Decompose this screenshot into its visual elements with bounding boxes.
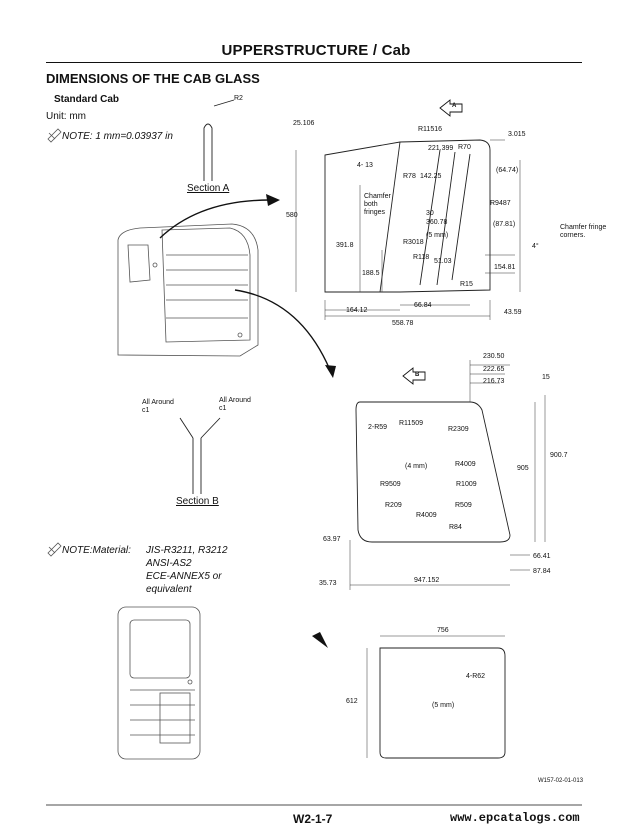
dim-label: 900.7	[550, 452, 568, 459]
dim-label: 558.78	[392, 320, 414, 327]
dim-label: 154.81	[494, 264, 516, 271]
dim-label: R118	[413, 254, 430, 261]
note-material-label: NOTE:Material:	[62, 545, 131, 556]
dim-label: R11509	[399, 420, 424, 427]
dim-label: R509	[455, 502, 472, 509]
view-c-dimension-lines	[366, 635, 505, 758]
dim-label: 164.12	[346, 307, 368, 314]
dim-label: R15	[460, 281, 473, 288]
cab-rear-illustration	[117, 606, 201, 760]
section-b-right-note: All Around c1	[219, 397, 251, 412]
dim-label: R3018	[403, 239, 424, 246]
arrow-head-icon	[325, 365, 336, 378]
dim-label: (5 mm)	[426, 232, 449, 239]
dim-label: (87.81)	[493, 221, 516, 228]
dim-label: 2-R59	[368, 424, 388, 431]
dim-label: Chamfer both fringes	[364, 193, 391, 216]
note-conversion: NOTE: 1 mm=0.03937 in	[62, 131, 173, 142]
dim-label: 43.59	[504, 309, 522, 316]
dim-label: 3.015	[508, 131, 526, 138]
dim-label: 612	[346, 698, 358, 705]
dim-label: R11516	[418, 126, 443, 133]
arrow-to-view-b	[234, 289, 331, 371]
dim-label: 35.73	[319, 580, 337, 587]
dim-label: 66.84	[414, 302, 432, 309]
material-line-2: ANSI-AS2	[146, 558, 192, 569]
page-header-title: UPPERSTRUCTURE / Cab	[221, 42, 411, 59]
arrow-head-icon	[266, 194, 280, 206]
dim-label: 4- 13	[357, 162, 373, 169]
dim-label: 51.03	[434, 258, 452, 265]
view-a-dimension-lines	[295, 139, 521, 320]
dim-label: 222.65	[483, 366, 505, 373]
page-number: W2-1-7	[293, 812, 333, 826]
dim-label: 947.152	[414, 577, 440, 584]
dim-label: R2309	[448, 426, 469, 433]
dim-label: R78	[403, 173, 416, 180]
site-link[interactable]: www.epcatalogs.com	[450, 811, 580, 825]
dim-label: 391.8	[336, 242, 354, 249]
dim-label: 756	[437, 627, 449, 634]
view-a-arrow-icon	[439, 99, 463, 117]
section-b-drawing	[179, 417, 221, 494]
dim-label: R70	[458, 144, 471, 151]
material-line-1: JIS-R3211, R3212	[146, 545, 228, 556]
pencil-note-icon	[47, 542, 62, 557]
dim-label: 4°	[532, 243, 539, 250]
dim-label: R1009	[456, 481, 477, 488]
view-b-letter: B	[415, 372, 420, 378]
unit-label: Unit: mm	[46, 111, 86, 122]
dim-label: Chamfer fringe corners.	[560, 224, 607, 239]
pencil-note-icon	[47, 128, 62, 143]
material-line-4: equivalent	[146, 584, 192, 595]
dim-label: 30	[426, 210, 434, 217]
dim-label: 230.50	[483, 353, 505, 360]
dim-label: R209	[385, 502, 402, 509]
view-b-glass	[355, 401, 511, 543]
view-a-glass	[324, 139, 491, 293]
dim-label: 15	[542, 374, 550, 381]
dim-label: 142.25	[420, 173, 442, 180]
dim-label: (4 mm)	[405, 463, 428, 470]
header-rule	[46, 62, 582, 63]
arrow-head-icon	[312, 632, 328, 648]
view-b-dimension-lines	[349, 360, 546, 590]
cab-side-illustration	[117, 223, 259, 357]
dim-label: 580	[286, 212, 298, 219]
section-title: DIMENSIONS OF THE CAB GLASS	[46, 71, 260, 86]
dim-label: 25.106	[293, 120, 315, 127]
dim-label: 66.41	[533, 553, 551, 560]
dim-label: R9487	[490, 200, 511, 207]
dim-label: R84	[449, 524, 462, 531]
standard-cab-label: Standard Cab	[54, 94, 120, 105]
dim-label: 905	[517, 465, 529, 472]
dim-label: R9509	[380, 481, 401, 488]
section-a-label: Section A	[187, 183, 230, 194]
view-b-arrow-icon	[402, 367, 426, 385]
section-b-label: Section B	[176, 496, 219, 507]
dim-label: (64.74)	[496, 167, 519, 174]
dim-label: (5 mm)	[432, 702, 455, 709]
section-a-drawing	[203, 99, 235, 181]
section-b-left-note: All Around c1	[142, 399, 174, 414]
dim-label: 188.5	[362, 270, 380, 277]
dim-label: 87.84	[533, 568, 551, 575]
arrow-to-view-a	[159, 199, 271, 239]
dim-label: R4009	[455, 461, 476, 468]
view-c-glass	[379, 647, 506, 759]
dim-label: R4009	[416, 512, 437, 519]
figure-code: W157-02-01-013	[538, 778, 584, 784]
dim-label: 216.73	[483, 378, 505, 385]
dim-label: 4-R62	[466, 673, 486, 680]
dim-label: 221.399	[428, 145, 454, 152]
dim-label: 63.97	[323, 536, 341, 543]
section-a-radius: R2	[234, 95, 243, 102]
dim-label: 360.78	[426, 219, 448, 226]
material-line-3: ECE-ANNEX5 or	[146, 571, 222, 582]
view-a-letter: A	[452, 103, 457, 109]
